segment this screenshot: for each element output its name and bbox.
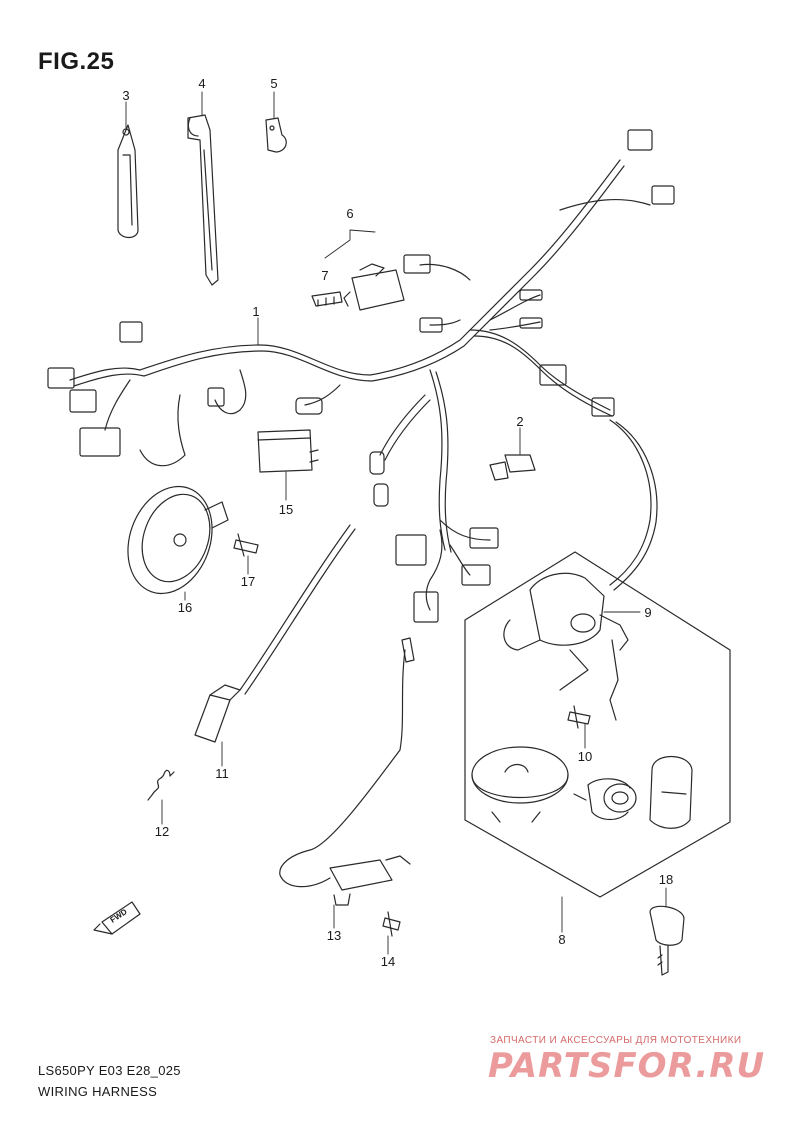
fuel-cap bbox=[471, 746, 569, 823]
relay-block bbox=[257, 429, 319, 473]
spring bbox=[147, 769, 175, 801]
stop-switch bbox=[194, 524, 356, 743]
leader-lines bbox=[125, 91, 667, 955]
lock-set-boundary bbox=[464, 551, 731, 898]
callout-2: 2 bbox=[516, 414, 523, 429]
callout-10: 10 bbox=[578, 749, 592, 764]
ignition-switch bbox=[503, 572, 629, 721]
callout-6: 6 bbox=[346, 206, 353, 221]
neutral-switch bbox=[279, 637, 415, 906]
seat-lock bbox=[573, 778, 637, 821]
callout-7: 7 bbox=[321, 268, 328, 283]
horn bbox=[127, 485, 229, 595]
callout-5: 5 bbox=[270, 76, 277, 91]
neutral-screw bbox=[382, 911, 401, 937]
footer-model-code: LS650PY E03 E28_025 bbox=[38, 1063, 181, 1078]
figure-title: FIG.25 bbox=[38, 48, 115, 75]
key-cover bbox=[649, 756, 693, 829]
callout-3: 3 bbox=[122, 88, 129, 103]
callout-8: 8 bbox=[558, 932, 565, 947]
fuse bbox=[311, 291, 343, 307]
callout-1: 1 bbox=[252, 304, 259, 319]
callout-18: 18 bbox=[659, 872, 673, 887]
callout-9: 9 bbox=[644, 605, 651, 620]
relay bbox=[489, 454, 536, 481]
callout-13: 13 bbox=[327, 928, 341, 943]
callout-15: 15 bbox=[279, 502, 293, 517]
horn-screw bbox=[233, 533, 259, 557]
wiring-harness-main bbox=[47, 129, 675, 623]
fuse-box bbox=[343, 263, 405, 311]
leader-6-7 bbox=[324, 229, 376, 259]
callout-17: 17 bbox=[241, 574, 255, 589]
fwd-direction-icon bbox=[93, 901, 141, 935]
watermark-tagline: ЗАПЧАСТИ И АКСЕССУАРЫ ДЛЯ МОТОТЕХНИКИ bbox=[490, 1035, 742, 1046]
callout-12: 12 bbox=[155, 824, 169, 839]
callout-16: 16 bbox=[178, 600, 192, 615]
footer-section-name: WIRING HARNESS bbox=[38, 1084, 158, 1099]
callout-11: 11 bbox=[215, 766, 229, 781]
callout-4: 4 bbox=[198, 76, 205, 91]
cable-tie bbox=[187, 114, 219, 286]
ignition-screw bbox=[567, 705, 591, 729]
clamp-strap bbox=[117, 124, 139, 239]
clamp-small bbox=[265, 117, 287, 153]
callout-14: 14 bbox=[381, 954, 395, 969]
watermark-brand: PARTSFOR.RU bbox=[488, 1046, 766, 1086]
key bbox=[649, 905, 685, 976]
